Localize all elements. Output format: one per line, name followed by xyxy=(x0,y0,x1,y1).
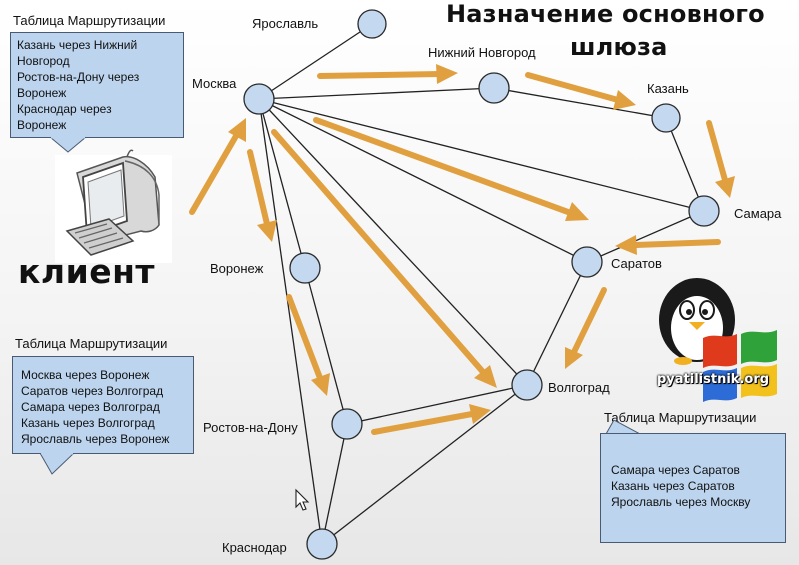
route-arrow xyxy=(525,72,636,110)
node-rostov xyxy=(331,408,363,440)
routing-entry: Ярославль через Воронеж xyxy=(21,432,170,446)
node-voronezh xyxy=(289,252,321,284)
routing-table-volgograd: Самара через Саратов Казань через Сарато… xyxy=(600,433,786,543)
edge-moscow-krasnodar xyxy=(258,98,323,545)
network-nodes xyxy=(243,9,720,560)
routing-entry: Самара через Саратов xyxy=(611,463,740,477)
route-arrow xyxy=(313,117,589,221)
routing-entry: Казань через Саратов xyxy=(611,479,735,493)
routing-entry: Краснодар через xyxy=(17,102,112,116)
city-label-voronezh: Воронеж xyxy=(210,261,264,276)
routing-table-title: Таблица Маршрутизации xyxy=(15,336,168,351)
edge-moscow-volgograd xyxy=(258,98,528,386)
city-label-nizhny: Нижний Новгород xyxy=(428,45,536,60)
route-arrow xyxy=(706,120,735,198)
routing-table-title: Таблица Маршрутизации xyxy=(604,410,757,425)
routing-entry: Ростов-на-Дону через xyxy=(17,70,140,84)
city-label-kazan: Казань xyxy=(647,81,689,96)
edge-rostov-volgograd xyxy=(346,384,528,425)
node-moscow xyxy=(243,83,275,115)
city-label-krasnodar: Краснодар xyxy=(222,540,287,555)
computer-icon xyxy=(55,149,172,263)
route-arrow xyxy=(371,404,491,435)
city-label-saratov: Саратов xyxy=(611,256,662,271)
route-arrow xyxy=(286,294,330,396)
node-kazan xyxy=(651,103,681,133)
node-yaroslavl xyxy=(357,9,387,39)
city-label-moscow: Москва xyxy=(192,76,237,91)
route-arrow xyxy=(317,64,458,84)
route-arrow xyxy=(247,149,277,242)
routing-table-moscow: Казань через Нижний Новгород Ростов-на-Д… xyxy=(10,32,184,138)
edge-moscow-nizhny xyxy=(258,87,495,100)
node-samara xyxy=(688,195,720,227)
routing-table-pointer xyxy=(40,453,75,475)
edge-moscow-samara xyxy=(258,98,705,212)
penguin-feet xyxy=(674,357,692,365)
node-volgograd xyxy=(511,369,543,401)
routing-entry: Ярославль через Москву xyxy=(611,495,751,509)
route-arrow xyxy=(565,287,607,369)
edge-rostov-krasnodar xyxy=(321,423,348,545)
edge-moscow-yaroslavl xyxy=(258,23,373,100)
edge-nizhny-kazan xyxy=(493,87,667,119)
route-arrows xyxy=(189,64,735,435)
routing-entry: Воронеж xyxy=(17,118,67,132)
routing-entry: Казань через Волгоград xyxy=(21,416,155,430)
routing-table-pointer xyxy=(50,137,87,153)
edge-samara-saratov xyxy=(586,210,705,263)
edge-voronezh-rostov xyxy=(304,267,348,425)
routing-table-title: Таблица Маршрутизации xyxy=(13,13,166,28)
routing-table-rostov: Москва через Воронеж Саратов через Волго… xyxy=(12,356,194,454)
node-krasnodar xyxy=(306,528,338,560)
city-label-rostov: Ростов-на-Дону xyxy=(203,420,298,435)
routing-entry: Казань через Нижний xyxy=(17,38,138,52)
edge-krasnodar-volgograd xyxy=(321,384,528,545)
edge-kazan-samara xyxy=(665,117,705,212)
client-label: клиент xyxy=(18,252,155,291)
route-arrow xyxy=(189,118,246,215)
edge-saratov-volgograd xyxy=(526,261,588,386)
network-edges xyxy=(258,23,705,545)
routing-entry: Воронеж xyxy=(17,86,67,100)
route-arrow xyxy=(615,235,721,255)
logo-text: pyatilistnik.org xyxy=(657,372,770,387)
route-arrow xyxy=(271,129,497,388)
edge-moscow-saratov xyxy=(258,98,588,263)
routing-table-pointer xyxy=(605,420,641,434)
node-saratov xyxy=(571,246,603,278)
edge-moscow-voronezh xyxy=(258,98,306,269)
city-label-yaroslavl: Ярославль xyxy=(252,16,319,31)
diagram-title-line1: Назначение основного xyxy=(446,0,765,28)
routing-entry: Москва через Воронеж xyxy=(21,368,150,382)
node-nizhny xyxy=(478,72,510,104)
city-label-volgograd: Волгоград xyxy=(548,380,610,395)
routing-entry: Самара через Волгоград xyxy=(21,400,160,414)
windows-flag-icon xyxy=(703,330,777,402)
diagram-title-line2: шлюза xyxy=(570,33,668,61)
city-label-samara: Самара xyxy=(734,206,782,221)
routing-entry: Новгород xyxy=(17,54,70,68)
routing-entry: Саратов через Волгоград xyxy=(21,384,164,398)
mouse-cursor-icon xyxy=(295,488,310,511)
